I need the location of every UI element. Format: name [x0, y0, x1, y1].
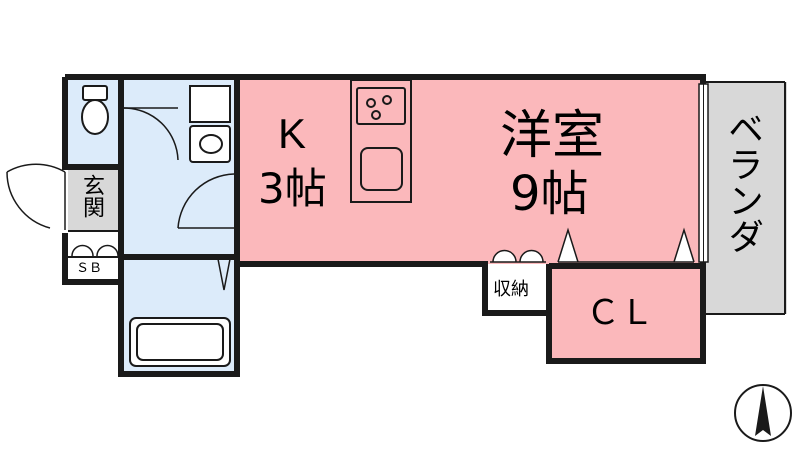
kitchen-western-floor	[237, 80, 700, 264]
balcony-label: ベランダ	[722, 110, 763, 254]
toilet-icon	[81, 85, 109, 135]
walls	[62, 74, 706, 377]
western-room-name: 洋室	[500, 106, 605, 166]
storage-doors	[490, 249, 546, 263]
washing-machine-space	[189, 85, 231, 123]
compass-north-icon	[734, 384, 792, 442]
balcony-window	[698, 83, 709, 263]
closet-doors	[557, 227, 695, 263]
bath-door	[217, 258, 231, 291]
entrance-floor	[68, 169, 120, 231]
kitchen-name: K	[278, 110, 307, 157]
closet-floor	[550, 268, 700, 359]
entrance-label: 玄関	[79, 174, 104, 218]
closet-label: ＣＬ	[586, 293, 654, 333]
bathtub-icon	[129, 317, 231, 367]
shoebox-label: ＳＢ	[76, 261, 103, 276]
washroom-door	[123, 107, 179, 161]
shoebox-doors	[71, 244, 119, 257]
partitions	[68, 81, 786, 315]
kitchen-door	[177, 173, 235, 229]
storage-label: 収納	[493, 279, 529, 300]
shoebox-floor	[68, 259, 120, 279]
kitchen-counter	[350, 79, 412, 203]
western-room-size: 9帖	[510, 166, 589, 222]
kitchen-size: 3帖	[258, 164, 327, 213]
storage-floor	[486, 268, 546, 312]
sink-icon	[189, 125, 231, 163]
entrance-door	[6, 163, 66, 230]
balcony-floor	[706, 82, 787, 314]
